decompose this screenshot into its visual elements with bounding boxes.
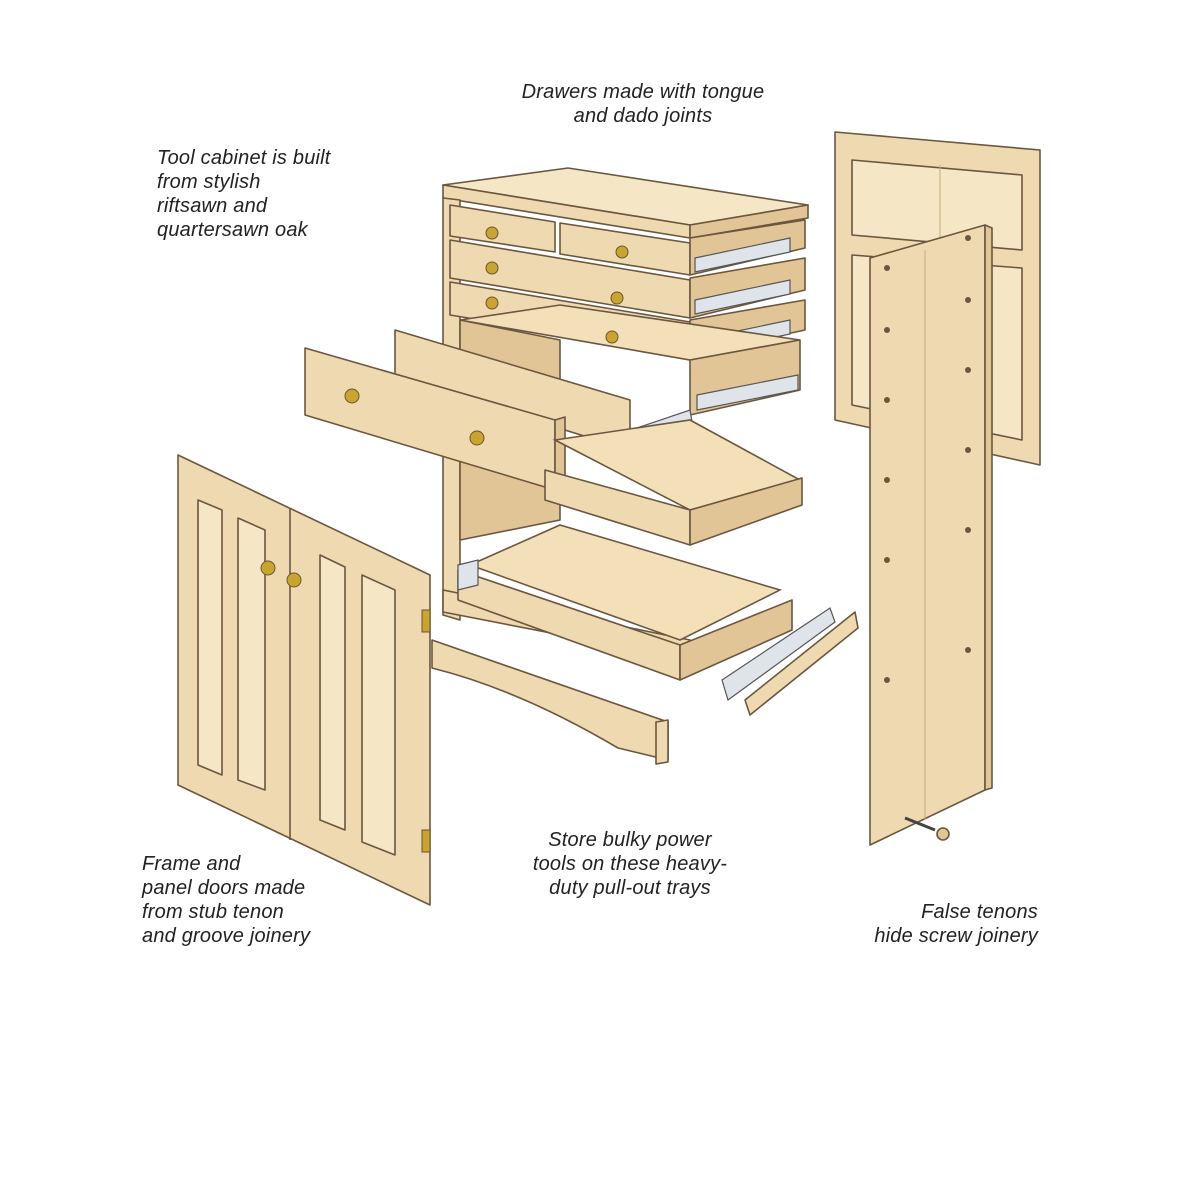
- callout-line: and dado joints: [573, 105, 713, 127]
- callout-line: from stylish: [157, 171, 261, 193]
- arched-rail: [431, 639, 669, 765]
- callout-line: False tenons: [921, 901, 1038, 923]
- callout-line: Tool cabinet is built: [157, 147, 331, 169]
- side-panel: [869, 224, 993, 846]
- callout-trays: Store bulky power tools on these heavy- …: [500, 828, 760, 900]
- callout-line: Frame and: [142, 853, 241, 875]
- tray-slide: [721, 607, 859, 716]
- callout-line: and groove joinery: [142, 925, 311, 947]
- callout-line: from stub tenon: [142, 901, 284, 923]
- pullout-tray-upper: [544, 419, 803, 546]
- callout-line: hide screw joinery: [874, 925, 1038, 947]
- pullout-tray-lower: [457, 524, 793, 681]
- callout-cabinet: Tool cabinet is built from stylish rifts…: [157, 146, 331, 242]
- callout-line: duty pull-out trays: [549, 877, 711, 899]
- callout-line: panel doors made: [142, 877, 306, 899]
- callout-line: tools on these heavy-: [532, 853, 728, 875]
- cabinet-doors: [177, 454, 431, 906]
- callout-line: Drawers made with tongue: [521, 81, 765, 103]
- callout-drawers: Drawers made with tongue and dado joints: [488, 80, 798, 128]
- drawer-stack: [449, 204, 806, 416]
- callout-line: riftsawn and: [157, 195, 268, 217]
- callout-doors: Frame and panel doors made from stub ten…: [142, 852, 310, 948]
- callout-tenons: False tenons hide screw joinery: [800, 900, 1038, 948]
- callout-line: quartersawn oak: [157, 219, 308, 241]
- callout-line: Store bulky power: [548, 829, 712, 851]
